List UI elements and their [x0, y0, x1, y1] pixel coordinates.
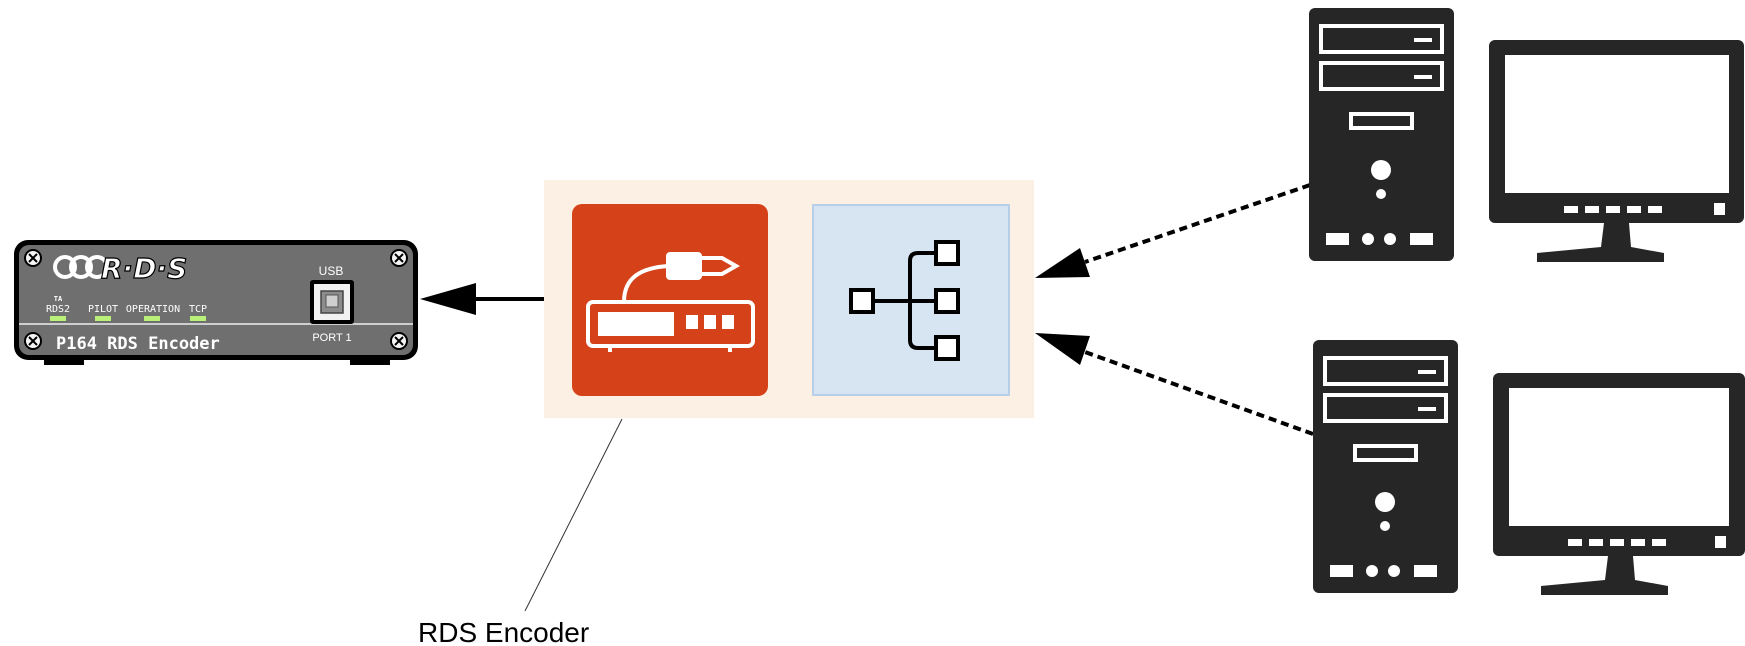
led-pilot — [95, 316, 111, 321]
arrowhead-icon — [420, 283, 476, 315]
desktop-computer-icon — [1313, 340, 1458, 593]
led-rds2 — [50, 316, 66, 321]
screw-icon — [390, 249, 408, 267]
screw-icon — [24, 332, 42, 350]
indicator-label-pilot: PILOT — [88, 304, 118, 315]
indicator-sublabel-ta: TA — [54, 295, 63, 303]
usb-port-icon — [310, 280, 354, 324]
led-tcp — [190, 316, 206, 321]
svg-text:R·D·S: R·D·S — [101, 252, 187, 285]
arrowhead-icon — [1035, 248, 1090, 278]
monitor-icon — [1489, 40, 1744, 262]
software-panel — [544, 180, 1034, 418]
rds-logo: R·D·S — [53, 251, 188, 286]
encoder-icon — [586, 252, 755, 352]
dashed-connection-arrow — [1084, 183, 1311, 264]
callout-line — [524, 418, 623, 612]
led-operation — [144, 316, 160, 321]
arrowhead-icon — [1035, 333, 1090, 365]
indicator-label-rds2: RDS2 — [46, 304, 70, 315]
callout-label: RDS Encoder — [418, 617, 589, 646]
desktop-computer-icon — [1309, 8, 1454, 261]
network-tree-icon — [849, 240, 960, 361]
dashed-connection-arrow — [1084, 350, 1314, 436]
rds-encoder-device: R·D·S TA RDS2 PILOT OPERATION TCP USB PO… — [14, 240, 418, 365]
usb-label: USB — [319, 264, 344, 278]
monitor-icon — [1493, 373, 1745, 595]
port-label: PORT 1 — [312, 332, 351, 344]
screw-icon — [24, 249, 42, 267]
screw-icon — [390, 332, 408, 350]
network-tile — [812, 204, 1010, 396]
indicator-label-tcp: TCP — [189, 304, 207, 315]
encoder-tile — [572, 204, 768, 396]
indicator-label-operation: OPERATION — [126, 304, 180, 315]
model-label: P164 RDS Encoder — [56, 334, 220, 354]
